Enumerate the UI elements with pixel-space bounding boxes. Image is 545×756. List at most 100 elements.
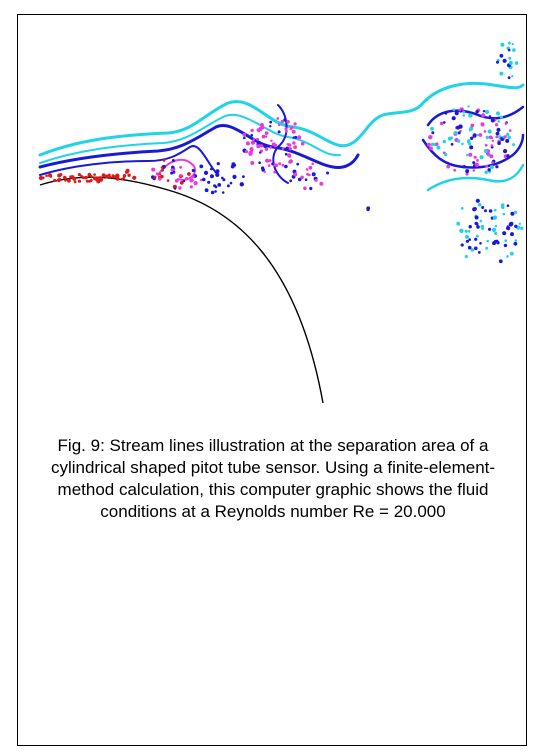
particle-dot — [252, 138, 256, 141]
particle-dot — [459, 228, 464, 233]
particle-dot — [507, 48, 511, 52]
particle-dot — [53, 178, 57, 183]
particle-dot — [245, 141, 250, 146]
particle-dot — [84, 175, 88, 180]
particle-dot — [80, 174, 83, 178]
particle-dot — [187, 172, 191, 176]
particle-dot — [229, 181, 233, 185]
particle-dot — [256, 137, 260, 141]
particle-dot — [304, 178, 308, 181]
particle-dot — [485, 135, 489, 140]
particle-dot — [276, 117, 280, 120]
particle-dot — [265, 158, 270, 163]
particle-dot — [98, 176, 103, 180]
particle-dot — [270, 139, 273, 142]
particle-dot — [297, 177, 302, 182]
particle-dot — [296, 162, 300, 166]
particle-dot — [251, 149, 254, 152]
particle-dot — [466, 154, 469, 157]
particle-dot — [267, 164, 271, 167]
particle-dot — [488, 227, 492, 231]
particle-dot — [488, 135, 493, 140]
particle-dot — [326, 171, 330, 175]
particle-dot — [170, 171, 174, 175]
particle-dot — [480, 224, 484, 229]
particle-dot — [221, 191, 225, 194]
particle-dot — [499, 71, 504, 76]
streamline-figure — [38, 41, 525, 404]
particle-dot — [281, 163, 285, 167]
particle-dot — [244, 150, 249, 154]
particle-dot — [479, 155, 484, 160]
particle-dot — [216, 162, 220, 166]
particle-dot — [503, 243, 508, 248]
particle-dot — [285, 130, 288, 133]
particle-dot — [309, 186, 313, 191]
particle-dot — [472, 133, 477, 138]
particle-dot — [468, 113, 473, 118]
particle-dot — [444, 112, 448, 115]
particle-dot — [452, 108, 456, 112]
particle-dot — [467, 139, 471, 142]
particle-dot — [185, 177, 189, 181]
particle-dot — [451, 116, 456, 121]
streamline-blue-1 — [38, 124, 360, 169]
particle-dot — [514, 239, 518, 242]
particle-dot — [468, 128, 472, 132]
particle-dot — [510, 211, 515, 216]
particle-dot — [273, 170, 277, 174]
particle-dot — [514, 224, 518, 228]
particle-dot — [63, 175, 67, 180]
particle-dot — [278, 123, 281, 127]
particle-dot — [67, 178, 71, 183]
particle-dot — [446, 164, 451, 169]
particle-dot — [467, 230, 471, 233]
particle-dot — [271, 162, 274, 165]
particle-dot — [285, 146, 289, 150]
particle-dot — [89, 179, 92, 183]
particle-dot — [286, 143, 290, 146]
particle-dot — [178, 186, 182, 190]
particle-dot — [489, 154, 494, 159]
particle-dot — [484, 170, 489, 175]
particle-dot — [45, 174, 48, 177]
particle-dot — [513, 210, 518, 215]
particle-dot — [465, 234, 469, 239]
particle-dot — [64, 179, 67, 182]
particle-dot — [259, 144, 264, 148]
particle-dot — [494, 231, 498, 235]
particle-dot — [111, 174, 115, 177]
particle-dot — [174, 178, 179, 183]
particle-dot — [151, 167, 156, 172]
particle-dot — [170, 168, 174, 172]
particle-dot — [286, 120, 290, 124]
particle-dot — [511, 75, 514, 78]
particle-dot — [503, 149, 508, 154]
particle-dot — [482, 110, 486, 113]
particle-dot — [491, 139, 494, 142]
particle-dot — [232, 163, 237, 167]
particle-dot — [93, 173, 96, 176]
cylinder-outline — [39, 176, 324, 404]
particle-dot — [239, 182, 244, 187]
particle-dot — [191, 168, 195, 173]
particle-dot — [481, 206, 485, 209]
particle-dot — [502, 58, 507, 63]
particle-dot — [475, 110, 479, 114]
particle-dot — [428, 135, 433, 140]
particle-dot — [166, 179, 170, 182]
particle-dot — [496, 111, 500, 116]
particle-dot — [467, 245, 472, 250]
particle-dot — [506, 255, 509, 258]
particle-dot — [127, 173, 131, 177]
particle-dot — [470, 248, 475, 252]
particle-dot — [303, 186, 307, 191]
particle-dot — [509, 251, 514, 256]
particle-dot — [293, 122, 297, 126]
particle-dot — [465, 172, 469, 176]
particle-dot — [459, 129, 462, 133]
particle-dot — [468, 238, 472, 241]
particle-dot — [489, 165, 494, 169]
particle-dot — [507, 135, 512, 140]
streamline-blue-4 — [421, 133, 525, 169]
